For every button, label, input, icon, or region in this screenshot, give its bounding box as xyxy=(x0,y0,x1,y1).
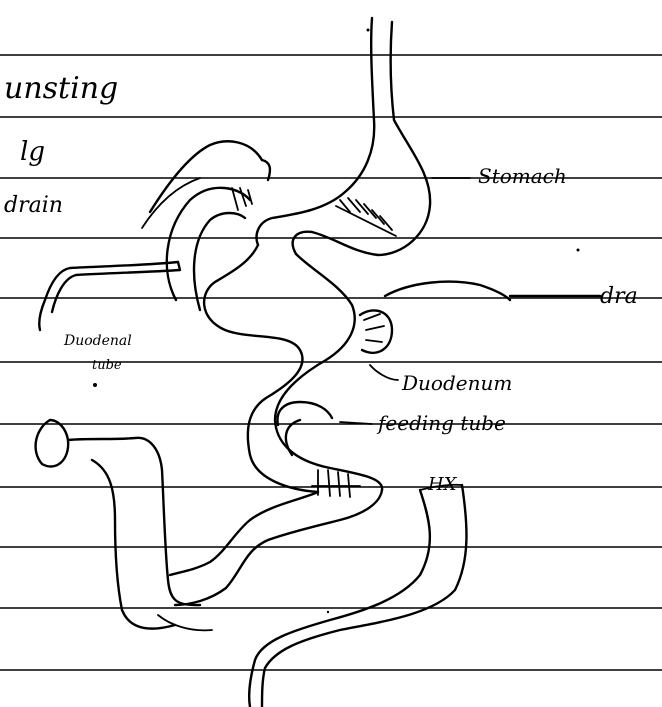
drain-tube-left xyxy=(39,262,180,330)
duodenal-tube-label-2: tube xyxy=(92,358,122,373)
note-fragment-1: unsting xyxy=(4,71,118,106)
handwritten-labels: unsting lg drain Stomach dra Duodenal tu… xyxy=(4,71,638,495)
duodenal-stump-drawing xyxy=(360,310,392,352)
duodenal-tube-label: Duodenal xyxy=(63,333,132,349)
drain-label-left: drain xyxy=(4,193,63,218)
lower-left-loop-drawing xyxy=(36,420,212,630)
stomach-drawing xyxy=(257,18,431,255)
note-fragment-2: lg xyxy=(20,137,45,167)
drain-label-right: dra xyxy=(600,284,638,309)
feeding-tube-drawing xyxy=(277,402,372,455)
bowel-loop-drawing xyxy=(170,245,382,605)
feeding-tube-label: feeding tube xyxy=(376,411,506,435)
duodenum-label: Duodenum xyxy=(401,371,512,395)
jejunal-limb-drawing xyxy=(249,485,466,707)
stomach-label: Stomach xyxy=(478,164,567,188)
upper-loop-drawing xyxy=(142,141,270,310)
hx-label: HX xyxy=(427,474,458,495)
